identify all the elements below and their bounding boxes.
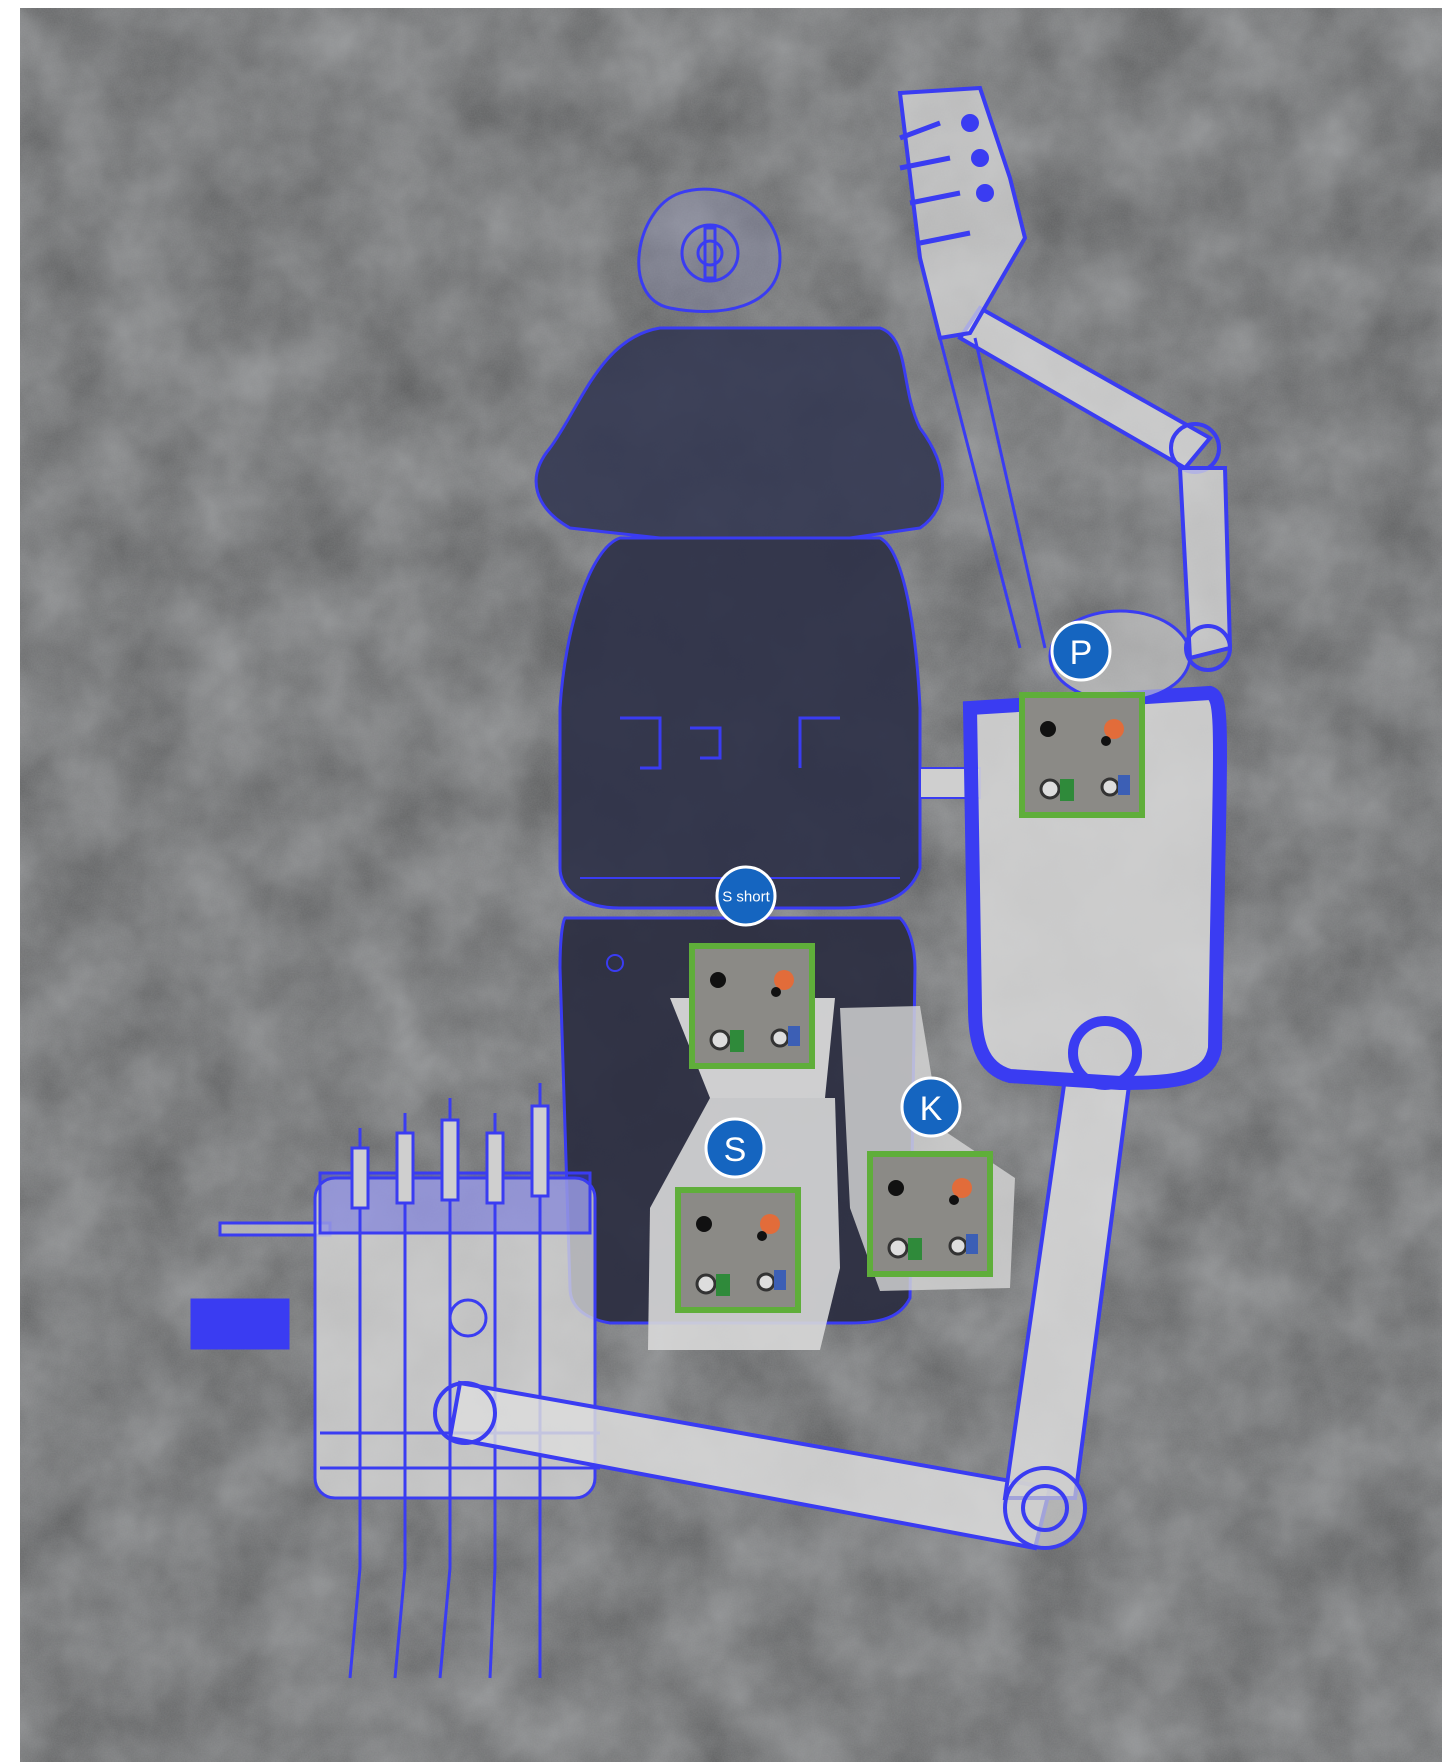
badge-s-short-label: S short <box>722 889 770 906</box>
connector-panel-k <box>870 1154 990 1274</box>
seat <box>560 538 920 908</box>
badge-p-label: P <box>1070 634 1093 672</box>
connector-panel-s <box>678 1190 798 1310</box>
tray-handle <box>192 1300 288 1348</box>
connector-panel-p <box>1022 695 1142 815</box>
badge-p: P <box>1052 622 1110 680</box>
dental-unit-diagram: P S short S K <box>20 8 1442 1762</box>
badge-s: S <box>706 1119 764 1177</box>
badge-s-short: S short <box>717 867 775 925</box>
badge-s-label: S <box>724 1131 747 1169</box>
badge-k-label: K <box>920 1090 943 1128</box>
connector-panel-s-short <box>692 946 812 1066</box>
badge-k: K <box>902 1078 960 1136</box>
